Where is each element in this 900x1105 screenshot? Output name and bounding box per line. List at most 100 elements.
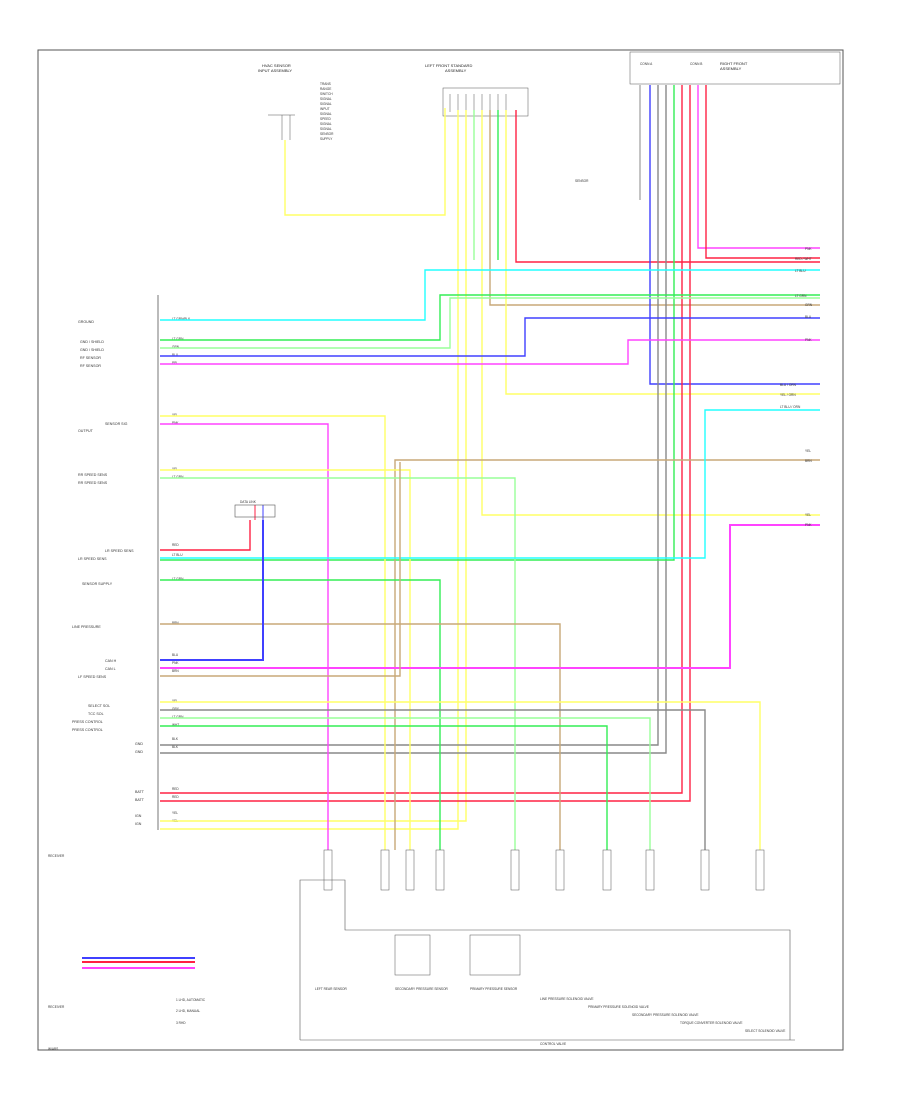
svg-text:SENSOR: SENSOR: [320, 132, 334, 136]
wire-code-11: LT BLU: [172, 553, 183, 557]
pin-label-18: TCC SOL: [88, 712, 104, 716]
svg-text:INPUT: INPUT: [320, 107, 330, 111]
pin-label-6: SENSOR SIG: [105, 422, 128, 426]
component-label-6: SECONDARY PRESSURE SOLENOID VALVE: [632, 1013, 699, 1017]
left-bottom-note: RECEIVER: [48, 854, 65, 858]
pin-label-9: RR SPEED SENS: [78, 481, 108, 485]
pin-label-7: OUTPUT: [78, 429, 94, 433]
right-wire-code-5: GRN: [805, 303, 813, 307]
diagram-frame: [37, 49, 844, 1051]
component-label-5: PRIMARY PRESSURE SOLENOID VALVE: [588, 1005, 649, 1009]
wire-code-21: BLK: [172, 737, 179, 741]
wire-code-14: BLU: [172, 653, 179, 657]
right-wire-code-1: PNK: [805, 247, 812, 251]
wire-code-24: RED: [172, 795, 179, 799]
wire-code-4: BLU: [172, 353, 179, 357]
pin-label-3: GND / SHIELD: [80, 348, 104, 352]
wire-blue-l10: [160, 520, 264, 661]
wire-yellow-center-2: [160, 110, 467, 822]
right-wire-code-2: RED / WHT: [795, 257, 812, 261]
wire-gray-right-1: [160, 85, 659, 746]
svg-text:SIGNAL: SIGNAL: [320, 127, 332, 131]
pin-label-14: CAN H: [105, 659, 117, 663]
wires: [160, 85, 820, 850]
footer-code: W/ABS: [48, 1047, 58, 1051]
component-label-7: TORQUE CONVERTER SOLENOID VALVE: [680, 1021, 742, 1025]
right-wire-code-11: YEL: [805, 449, 811, 453]
wire-pink-right: [697, 85, 820, 249]
right-wire-code-3: LT BLU: [795, 269, 806, 273]
wire-yellow-l1: [160, 415, 386, 850]
wire-code-8: YEL: [172, 467, 178, 471]
svg-text:SIGNAL: SIGNAL: [320, 112, 332, 116]
svg-text:RANGE: RANGE: [320, 87, 331, 91]
wire-tan-l3: [394, 459, 820, 850]
wire-red-l6: [160, 520, 251, 551]
bottom-group-label: CONTROL VALVE: [540, 1042, 566, 1046]
top-left-connector-sublabel: INPUT ASSEMBLY: [258, 68, 292, 73]
legend: RECEIVER RECEIVER 1 LHD, AUTOMATIC 2 LHD…: [48, 854, 206, 1051]
svg-text:SIGNAL: SIGNAL: [320, 102, 332, 106]
wire-red-right-3: [705, 85, 820, 259]
pin-label-5: RF SENSOR: [80, 364, 101, 368]
wire-yellow-l13: [160, 701, 761, 850]
wire-tan-l12: [160, 462, 401, 677]
wire-code-10: RED: [172, 543, 179, 547]
left-wire-codes: LT GRN/BLK LT GRN GRN BLU PPL YEL PNK YE…: [172, 317, 191, 823]
legend-item-3: 3 RHD: [176, 1021, 186, 1025]
wire-code-7: PNK: [172, 421, 179, 425]
pin-label-25: IGN: [135, 814, 142, 818]
wire-yellow-topleft: [284, 108, 446, 216]
pin-label-4: RF SENSOR: [80, 356, 101, 360]
right-wire-code-14: PNK: [805, 523, 812, 527]
bottom-control-valve-group: CONTROL VALVE LEFT REAR SENSOR SECONDARY…: [299, 849, 795, 1046]
wire-blue-1: [160, 317, 820, 357]
pin-label-19: PRESS CONTROL: [72, 720, 103, 724]
wire-code-1: LT GRN/BLK: [172, 317, 191, 321]
wire-code-20: WHT: [172, 723, 179, 727]
pin-label-10: LR SPEED SENS: [105, 549, 134, 553]
pin-label-8: RR SPEED SENS: [78, 473, 108, 477]
pin-label-20: PRESS CONTROL: [72, 728, 103, 732]
wire-blue-right: [649, 85, 820, 385]
pin-label-17: SELECT SOL: [88, 704, 110, 708]
wire-code-16: BRN: [172, 669, 179, 673]
svg-text:SIGNAL: SIGNAL: [320, 97, 332, 101]
wire-red-right-1: [160, 85, 683, 794]
right-wire-code-9: YEL / ORN: [780, 393, 796, 397]
pin-label-12: SENSOR SUPPLY: [82, 582, 113, 586]
top-right-connector-sublabel: ASSEMBLY: [720, 66, 742, 71]
left-pin-labels: GROUND GND / SHIELD GND / SHIELD RF SENS…: [72, 320, 145, 826]
pin-label-26: IGN: [135, 822, 142, 826]
top-center-connector-sublabel: ASSEMBLY: [445, 68, 467, 73]
wire-red-center: [515, 110, 820, 263]
svg-text:CONN A: CONN A: [640, 62, 653, 66]
top-center-connector-label: LEFT FRONT STANDARD: [425, 63, 472, 68]
wire-code-17: YEL: [172, 699, 178, 703]
data-link-connector: DATA LINK: [234, 500, 276, 518]
wire-pink-l11: [160, 524, 820, 669]
pin-label-16: LF SPEED SENS: [78, 675, 107, 679]
wire-pink-l2: [160, 423, 329, 850]
wire-tan-center: [489, 110, 820, 306]
wire-cyan-ground: [160, 269, 820, 321]
right-wire-code-13: YEL: [805, 513, 811, 517]
wire-lightgreen-l5: [160, 477, 516, 850]
legend-item-1: 1 LHD, AUTOMATIC: [176, 998, 206, 1002]
pin-label-21: GND: [135, 742, 143, 746]
wire-code-5: PPL: [172, 361, 178, 365]
right-wire-codes: PNK RED / WHT LT BLU LT GRN GRN BLU PNK …: [780, 247, 813, 527]
wire-code-3: GRN: [172, 345, 180, 349]
top-right-connector: RIGHT FRONT ASSEMBLY CONN A CONN B: [629, 51, 841, 85]
wire-code-6: YEL: [172, 413, 178, 417]
svg-text:SUPPLY: SUPPLY: [320, 137, 333, 141]
wire-red-right-2: [160, 85, 691, 802]
wire-green-1: [160, 294, 820, 341]
wire-yellow-l4: [160, 469, 411, 850]
right-wire-code-4: LT GRN: [795, 294, 807, 298]
svg-text:SPEED: SPEED: [320, 117, 332, 121]
pin-label-15: CAN L: [105, 667, 116, 671]
wire-yellow-center-4: [505, 110, 820, 395]
component-label-8: SELECT SOLENOID VALVE: [745, 1029, 785, 1033]
